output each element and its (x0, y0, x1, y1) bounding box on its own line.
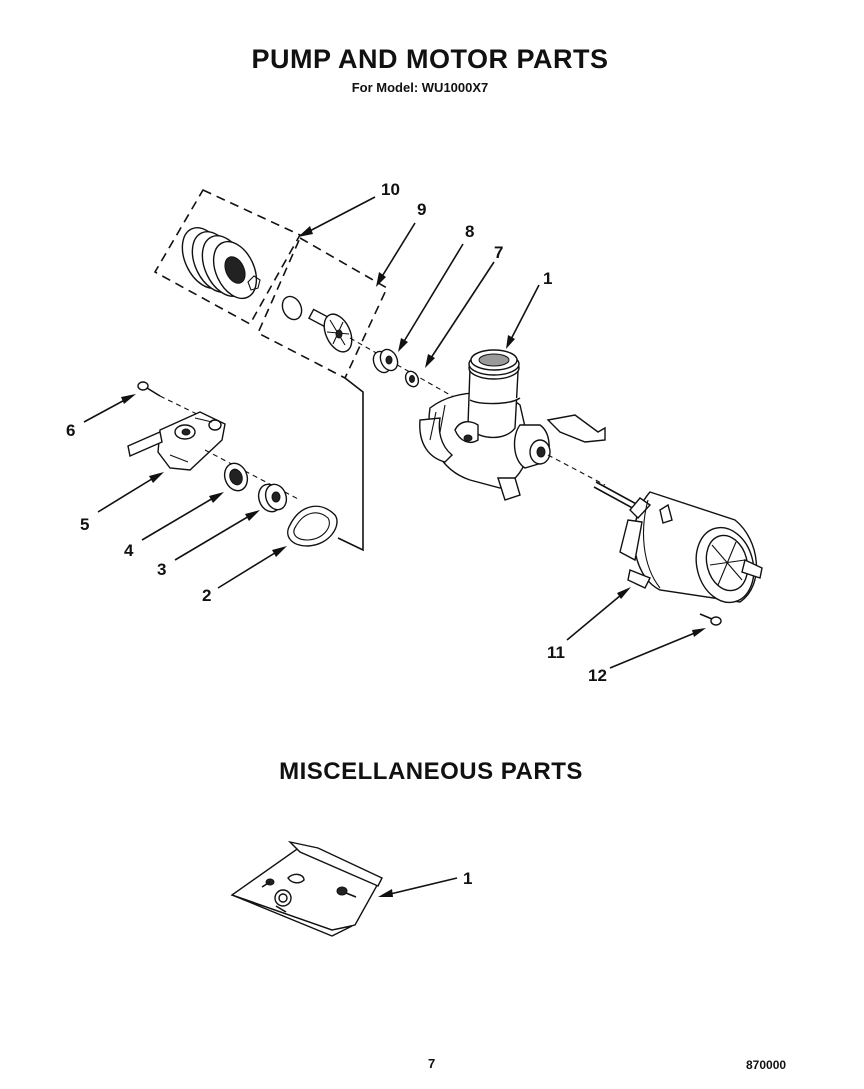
part-6-screw (137, 381, 206, 419)
callout-7: 7 (494, 243, 503, 262)
part-7-washer (404, 370, 420, 388)
misc-section-title: MISCELLANEOUS PARTS (279, 758, 583, 785)
part-8-seal (372, 348, 399, 374)
callout-9: 9 (417, 200, 426, 219)
part-1-pump-housing (419, 349, 606, 501)
misc-callout-1: 1 (463, 869, 472, 888)
part-11-motor (619, 491, 763, 604)
callout-10: 10 (381, 180, 400, 199)
dashed-box-part-10 (153, 188, 302, 326)
leader-arrows (83, 196, 706, 669)
part-4-ring (223, 462, 249, 492)
page-number: 7 (428, 1056, 436, 1071)
document-number: 870000 (746, 1058, 787, 1072)
callout-12: 12 (588, 666, 607, 685)
callout-3: 3 (157, 560, 166, 579)
part-3-grommet (257, 483, 288, 513)
part-5-bracket (127, 411, 226, 471)
dashed-box-part-9 (256, 236, 389, 380)
callout-11: 11 (547, 643, 565, 662)
part-2-gasket (287, 505, 338, 547)
callout-8: 8 (465, 222, 474, 241)
callout-6: 6 (66, 421, 75, 440)
part-12-screw (699, 613, 722, 626)
part-9-impeller (281, 295, 353, 353)
model-subtitle: For Model: WU1000X7 (351, 80, 489, 95)
callout-1: 1 (543, 269, 552, 288)
callout-4: 4 (124, 541, 134, 560)
callout-5: 5 (80, 515, 89, 534)
misc-part-1-hardware-bag (230, 840, 383, 937)
callout-2: 2 (202, 586, 211, 605)
page-title: PUMP AND MOTOR PARTS (251, 44, 609, 74)
part-10-drum (181, 227, 261, 300)
